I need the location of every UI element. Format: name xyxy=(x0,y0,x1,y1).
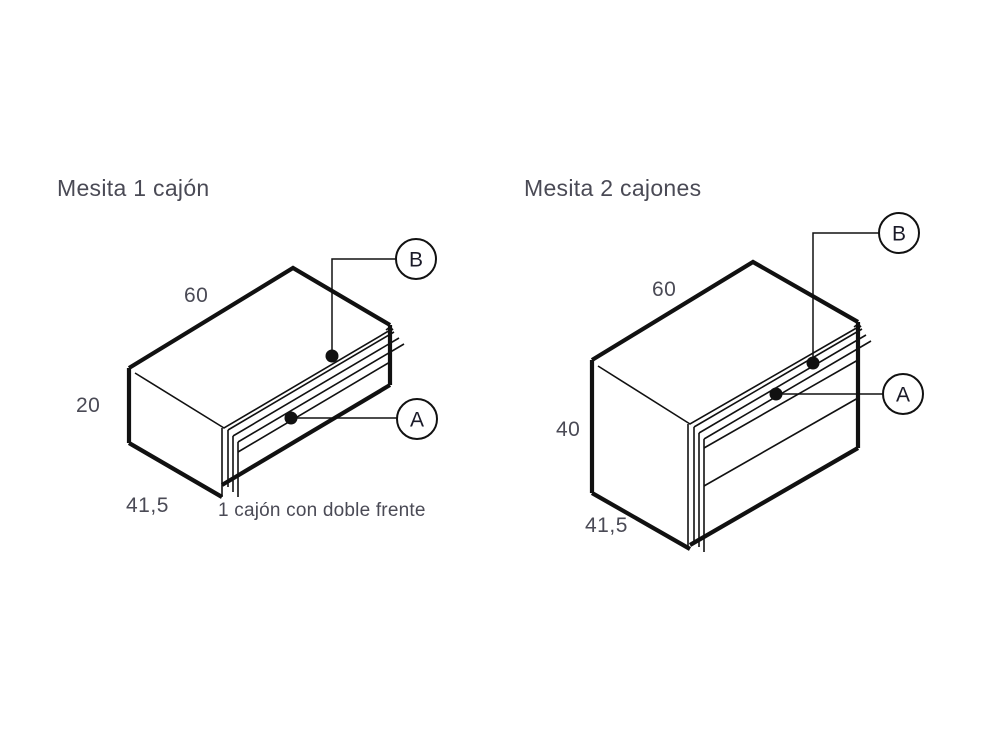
drawer-right-notch xyxy=(385,325,394,331)
cabinet-left-front-face xyxy=(222,325,390,485)
dimension-width-right: 60 xyxy=(652,278,676,301)
cabinet-left-drawer-detail xyxy=(227,325,405,497)
cabinet-left-top-thickness xyxy=(134,328,393,429)
drawer-edge-line-3-right xyxy=(703,340,872,440)
cabinet-left-top-outline xyxy=(127,265,392,370)
callout-a-left-dot xyxy=(284,411,298,425)
cabinet-right-top-thickness xyxy=(597,325,861,425)
callout-b-right-leader xyxy=(812,232,879,363)
callout-a-right-circle[interactable] xyxy=(882,373,924,415)
cabinet-right-top-outline xyxy=(590,259,860,362)
dimension-depth-right: 41,5 xyxy=(585,514,628,537)
dimension-height-left: 20 xyxy=(76,394,100,417)
cabinet-right-front-face xyxy=(688,322,858,545)
dimension-depth-left: 41,5 xyxy=(126,494,169,517)
cabinet-right-front-bottom-edge xyxy=(688,446,860,547)
dimension-width-left: 60 xyxy=(184,284,208,307)
drawer-split-line xyxy=(237,361,391,453)
callout-a-left-circle[interactable] xyxy=(396,398,438,440)
callout-b-left-leader xyxy=(331,258,396,356)
drawer-edge-line-2-right xyxy=(698,334,867,434)
cabinet-right-body xyxy=(589,259,872,552)
dimension-height-right: 40 xyxy=(556,418,580,441)
drawer-edge-line-2 xyxy=(232,337,400,437)
drawer-edge-line-1 xyxy=(227,331,395,431)
diagram-right: Mesita 2 cajones xyxy=(524,175,924,552)
callout-a-right[interactable]: A xyxy=(769,373,924,415)
cabinet-right-drawer-detail xyxy=(693,322,872,552)
callout-b-left[interactable]: B xyxy=(325,238,437,363)
callout-b-left-letter: B xyxy=(409,249,423,272)
callout-b-right[interactable]: B xyxy=(806,212,920,370)
callout-b-right-dot xyxy=(806,356,820,370)
cabinet-right-top-face xyxy=(592,262,858,422)
diagram-left-note: 1 cajón con doble frente xyxy=(218,500,426,521)
drawer-split-line-2-right xyxy=(703,397,859,487)
cabinet-right-bottom-left-edge xyxy=(590,491,692,551)
callout-b-right-letter: B xyxy=(892,223,906,246)
callout-a-right-dot xyxy=(769,387,783,401)
cabinet-left-front-bottom-edge xyxy=(220,383,392,487)
cabinet-left-side-face xyxy=(129,368,222,480)
cabinet-right-side-face xyxy=(592,360,688,540)
callout-a-left[interactable]: A xyxy=(284,398,438,440)
callout-a-left-letter: A xyxy=(410,409,424,432)
drawer-edge-line-1-right xyxy=(693,328,863,428)
drawer-split-line-1-right xyxy=(703,359,859,449)
callout-b-right-circle[interactable] xyxy=(878,212,920,254)
cabinet-left-bottom-left-edge xyxy=(127,441,224,499)
drawer-edge-line-3 xyxy=(237,343,405,443)
cabinet-left-body xyxy=(126,265,405,499)
callout-b-left-circle[interactable] xyxy=(395,238,437,280)
drawer-right-notch-right xyxy=(853,322,862,328)
diagram-left-title: Mesita 1 cajón xyxy=(57,175,210,201)
callout-a-right-letter: A xyxy=(896,384,910,407)
callout-b-left-dot xyxy=(325,349,339,363)
diagram-left: Mesita 1 cajón xyxy=(57,175,438,521)
diagram-right-title: Mesita 2 cajones xyxy=(524,175,701,201)
cabinet-left-top-face xyxy=(129,268,390,425)
